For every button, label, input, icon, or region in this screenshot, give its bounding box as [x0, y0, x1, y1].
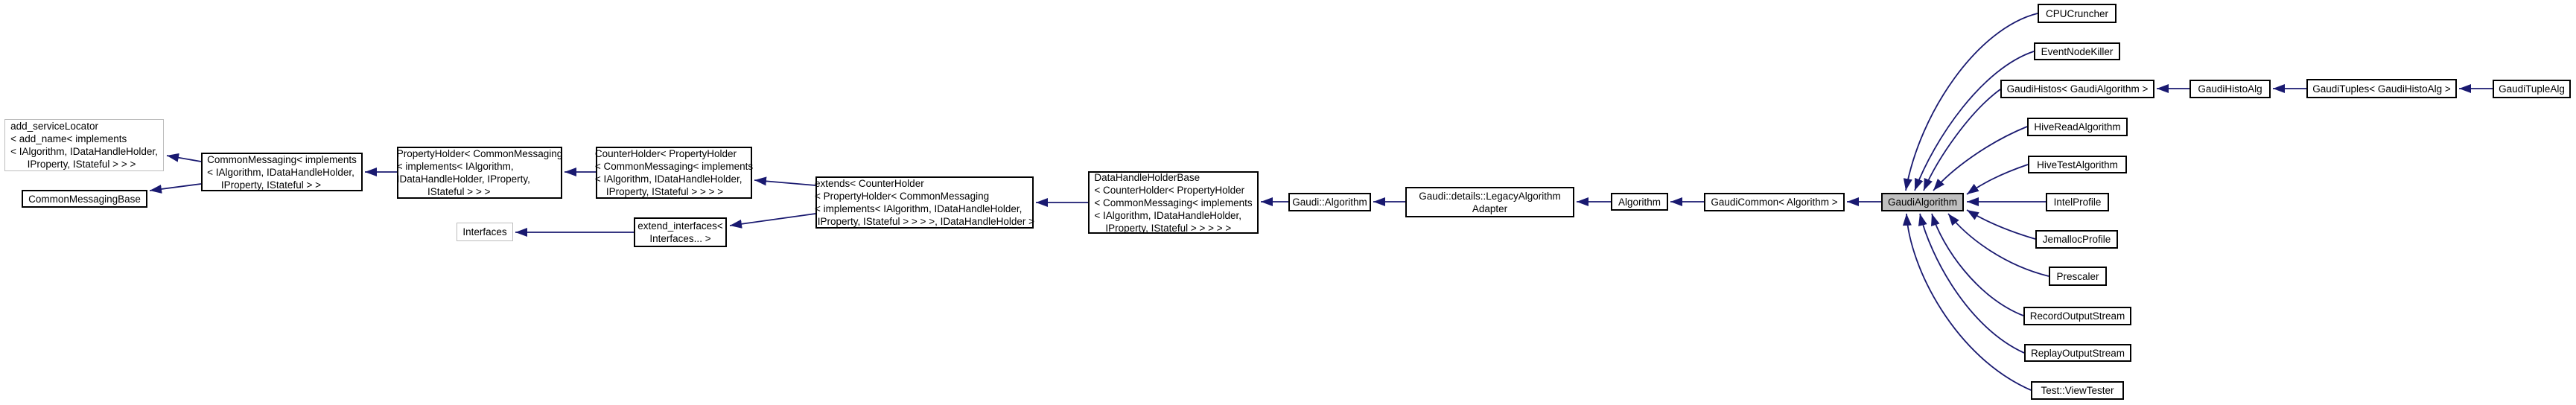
- node-interfaces: Interfaces: [457, 223, 513, 241]
- inheritance-edge: [1933, 126, 2028, 191]
- node-gaudi-algorithm[interactable]: Gaudi::Algorithm: [1288, 193, 1371, 211]
- inheritance-edge: [1931, 213, 2024, 316]
- node-commonmessagingbase[interactable]: CommonMessagingBase: [22, 190, 147, 208]
- node-counterholder[interactable]: CounterHolder< PropertyHolder < CommonMe…: [594, 147, 754, 199]
- node-replayoutputstream[interactable]: ReplayOutputStream: [2024, 344, 2131, 362]
- node-add-servicelocator: add_serviceLocator < add_name< implement…: [4, 119, 164, 171]
- inheritance-edge: [149, 183, 202, 194]
- inheritance-edge: [1966, 164, 2029, 195]
- node-extends[interactable]: extends< CounterHolder < PropertyHolder<…: [814, 176, 1035, 229]
- node-jemallocprofile[interactable]: JemallocProfile: [2035, 230, 2118, 249]
- inheritance-edge: [1923, 89, 2001, 191]
- node-algorithm[interactable]: Algorithm: [1611, 193, 1668, 211]
- node-gaudicommon[interactable]: GaudiCommon< Algorithm >: [1704, 193, 1845, 211]
- node-cpucruncher[interactable]: CPUCruncher: [2038, 4, 2117, 23]
- inheritance-edge: [1966, 209, 2036, 240]
- inheritance-edge: [166, 153, 202, 162]
- node-prescaler[interactable]: Prescaler: [2049, 267, 2107, 286]
- node-hivereadalgorithm[interactable]: HiveReadAlgorithm: [2027, 118, 2128, 136]
- inheritance-edge: [1903, 13, 2038, 191]
- node-commonmessaging[interactable]: CommonMessaging< implements < IAlgorithm…: [201, 153, 363, 191]
- node-gaudihistoalg[interactable]: GaudiHistoAlg: [2189, 80, 2271, 98]
- node-propertyholder[interactable]: PropertyHolder< CommonMessaging < implem…: [396, 147, 563, 199]
- node-gaudialgorithm: GaudiAlgorithm: [1881, 193, 1964, 211]
- node-extend-interfaces[interactable]: extend_interfaces< Interfaces... >: [634, 217, 727, 247]
- inheritance-edge: [1914, 51, 2035, 191]
- inheritance-edge: [754, 176, 816, 186]
- node-gaudituplealg[interactable]: GaudiTupleAlg: [2493, 80, 2571, 98]
- inheritance-edge: [1918, 213, 2025, 354]
- node-recordoutputstream[interactable]: RecordOutputStream: [2023, 307, 2131, 325]
- inheritance-edge: [1947, 213, 2049, 277]
- node-legacy-algorithm-adapter[interactable]: Gaudi::details::LegacyAlgorithm Adapter: [1405, 187, 1574, 217]
- inheritance-edge: [1902, 213, 2032, 391]
- node-test-viewtester[interactable]: Test::ViewTester: [2031, 381, 2124, 400]
- node-gaudihistos[interactable]: GaudiHistos< GaudiAlgorithm >: [2000, 80, 2154, 98]
- node-hivetestalgorithm[interactable]: HiveTestAlgorithm: [2028, 156, 2127, 173]
- inheritance-edge: [729, 213, 816, 229]
- node-gaudituples[interactable]: GaudiTuples< GaudiHistoAlg >: [2306, 79, 2457, 98]
- node-intelprofile[interactable]: IntelProfile: [2046, 193, 2109, 211]
- node-datahandleholderbase[interactable]: DataHandleHolderBase < CounterHolder< Pr…: [1088, 171, 1259, 234]
- node-eventnodekiller[interactable]: EventNodeKiller: [2034, 42, 2120, 60]
